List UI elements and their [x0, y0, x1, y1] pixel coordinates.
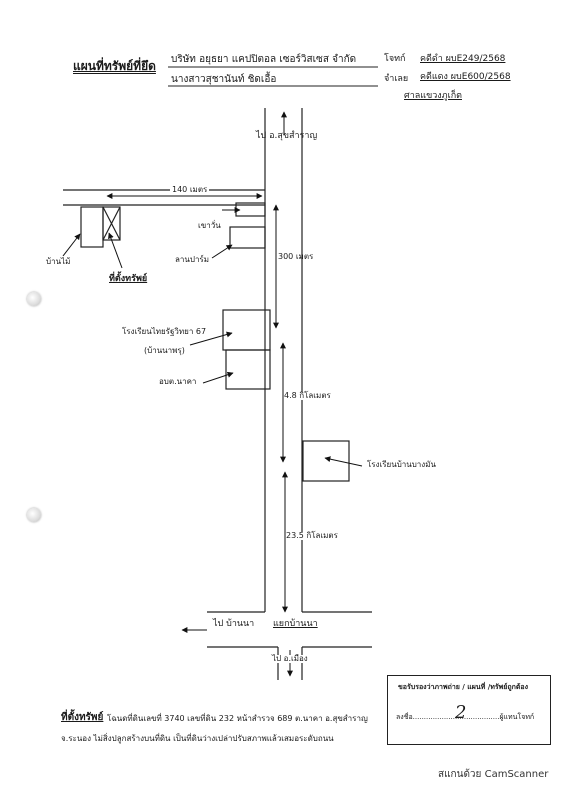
signature-mark: 2 [455, 702, 467, 723]
school-1-sublabel: (บ้านนาพรุ) [144, 346, 185, 355]
to-mueang-label: ไป อ.เมือง [272, 654, 308, 663]
court-name: ศาลแขวงภูเก็ต [404, 91, 462, 101]
footer-line-1: โฉนดที่ดินเลขที่ 3740 เลขที่ดิน 232 หน้า… [107, 714, 368, 723]
page-title: แผนที่ทรัพย์ที่ยึด [73, 59, 156, 73]
palm-yard-label: ลานปาร์ม [175, 255, 210, 264]
tambon-office-label: อบต.นาคา [159, 377, 197, 386]
punch-hole-top [27, 292, 41, 306]
tambon-office-shape [225, 349, 271, 390]
defendant-name: นางสาวสุชานันท์ ชิดเอื้อ [171, 74, 277, 85]
red-case-number: คดีแดง ผบE600/2568 [420, 72, 511, 82]
palm-yard-shape [229, 226, 266, 249]
school-1-shape [222, 309, 271, 351]
certification-box: ขอรับรองว่าภาพถ่าย / แผนที่ /ทรัพย์ถูกต้… [387, 675, 551, 745]
black-case-number: คดีดำ ผบE249/2568 [420, 54, 506, 64]
plaintiff-label: โจทก์ [384, 54, 406, 64]
distance-140m: 140 เมตร [170, 185, 210, 194]
wooden-house-label: บ้านไม้ [46, 257, 71, 266]
school-1-label: โรงเรียนไทยรัฐวิทยา 67 [122, 327, 207, 336]
to-ban-na-label: ไป บ้านนา [213, 619, 255, 629]
to-suksamran-label: ไป อ.สุขสำราญ [256, 131, 318, 141]
property-location-label: ที่ตั้งทรัพย์ [109, 274, 148, 284]
distance-4-8km: 4.8 กิโลเมตร [284, 391, 331, 400]
khaowan-label: เขาวั่น [198, 221, 221, 230]
punch-hole-bottom [27, 508, 41, 522]
junction-label: แยกบ้านนา [273, 619, 318, 629]
camscanner-watermark: สแกนด้วย CamScanner [438, 769, 549, 780]
distance-300m: 300 เมตร [278, 252, 314, 261]
wooden-house-shape [80, 206, 104, 248]
certification-text: ขอรับรองว่าภาพถ่าย / แผนที่ /ทรัพย์ถูกต้… [398, 683, 529, 691]
school-2-shape [302, 440, 350, 482]
footer-property-label: ที่ตั้งทรัพย์ [61, 712, 104, 723]
defendant-label: จำเลย [384, 74, 409, 84]
school-2-label: โรงเรียนบ้านบางมัน [367, 460, 436, 469]
distance-23-5km: 23.5 กิโลเมตร [286, 531, 338, 540]
company-name: บริษัท อยุธยา แคปปิตอล เซอร์วิสเซส จำกัด [171, 54, 357, 65]
footer-line-2: จ.ระนอง ไม่สิ่งปลูกสร้างบนที่ดิน เป็นที่… [61, 734, 334, 743]
signature-line: ลงชื่อ..................................… [396, 713, 535, 721]
